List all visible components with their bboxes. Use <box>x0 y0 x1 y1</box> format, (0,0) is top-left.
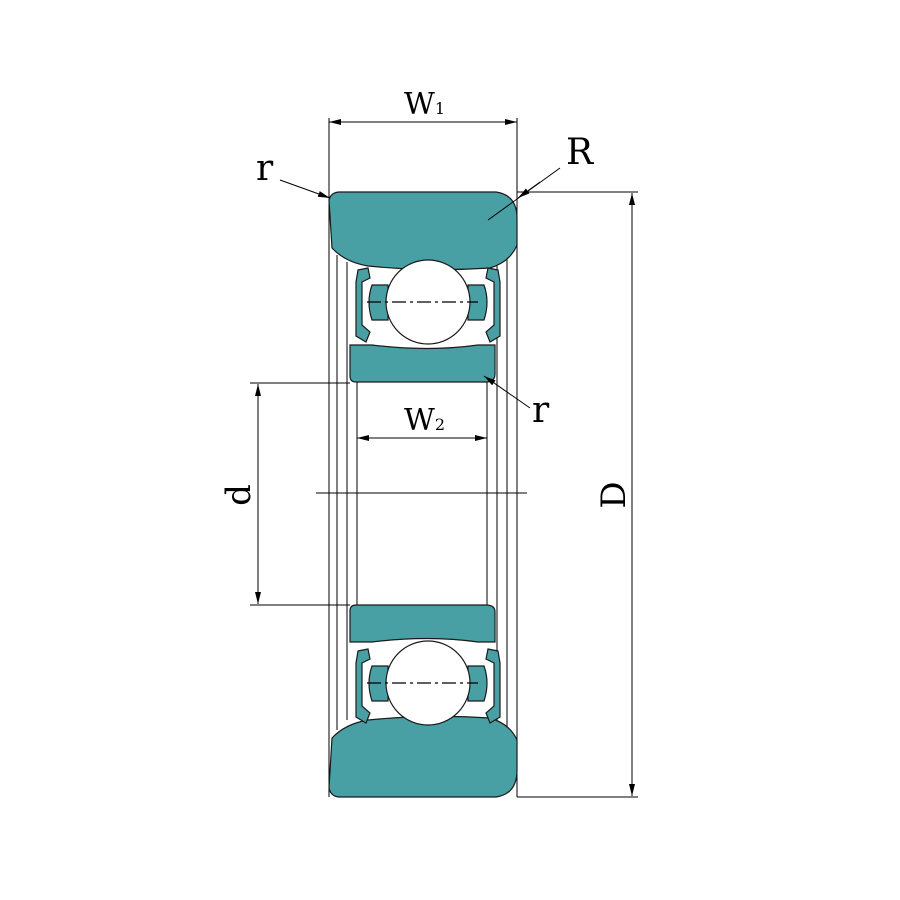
inner-ring-top <box>349 344 496 383</box>
leader-r-inner: r <box>483 375 550 431</box>
d-label: d <box>219 484 259 506</box>
R-label: R <box>566 132 594 173</box>
D-label: D <box>594 481 634 508</box>
r-inner-label: r <box>532 390 550 431</box>
inner-ring-bottom <box>349 604 496 643</box>
outer-ring-top <box>328 191 518 271</box>
outer-ring-bottom <box>328 715 518 798</box>
w1-label: W <box>404 87 435 122</box>
dimension-w1: W1 <box>329 87 517 125</box>
svg-text:W1: W1 <box>404 87 445 122</box>
dimension-w2: W2 <box>357 403 487 441</box>
leader-R: R <box>487 132 594 221</box>
dimension-D: D <box>517 191 638 798</box>
r-outer-label: r <box>256 148 274 189</box>
ball-bottom <box>355 640 501 726</box>
svg-text:W2: W2 <box>404 403 445 438</box>
w1-subscript: 1 <box>435 99 445 118</box>
leader-r-outer: r <box>256 148 331 199</box>
ball-top <box>355 259 501 345</box>
w2-subscript: 2 <box>435 415 445 434</box>
w2-label: W <box>404 403 435 438</box>
dimension-d: d <box>219 382 350 606</box>
